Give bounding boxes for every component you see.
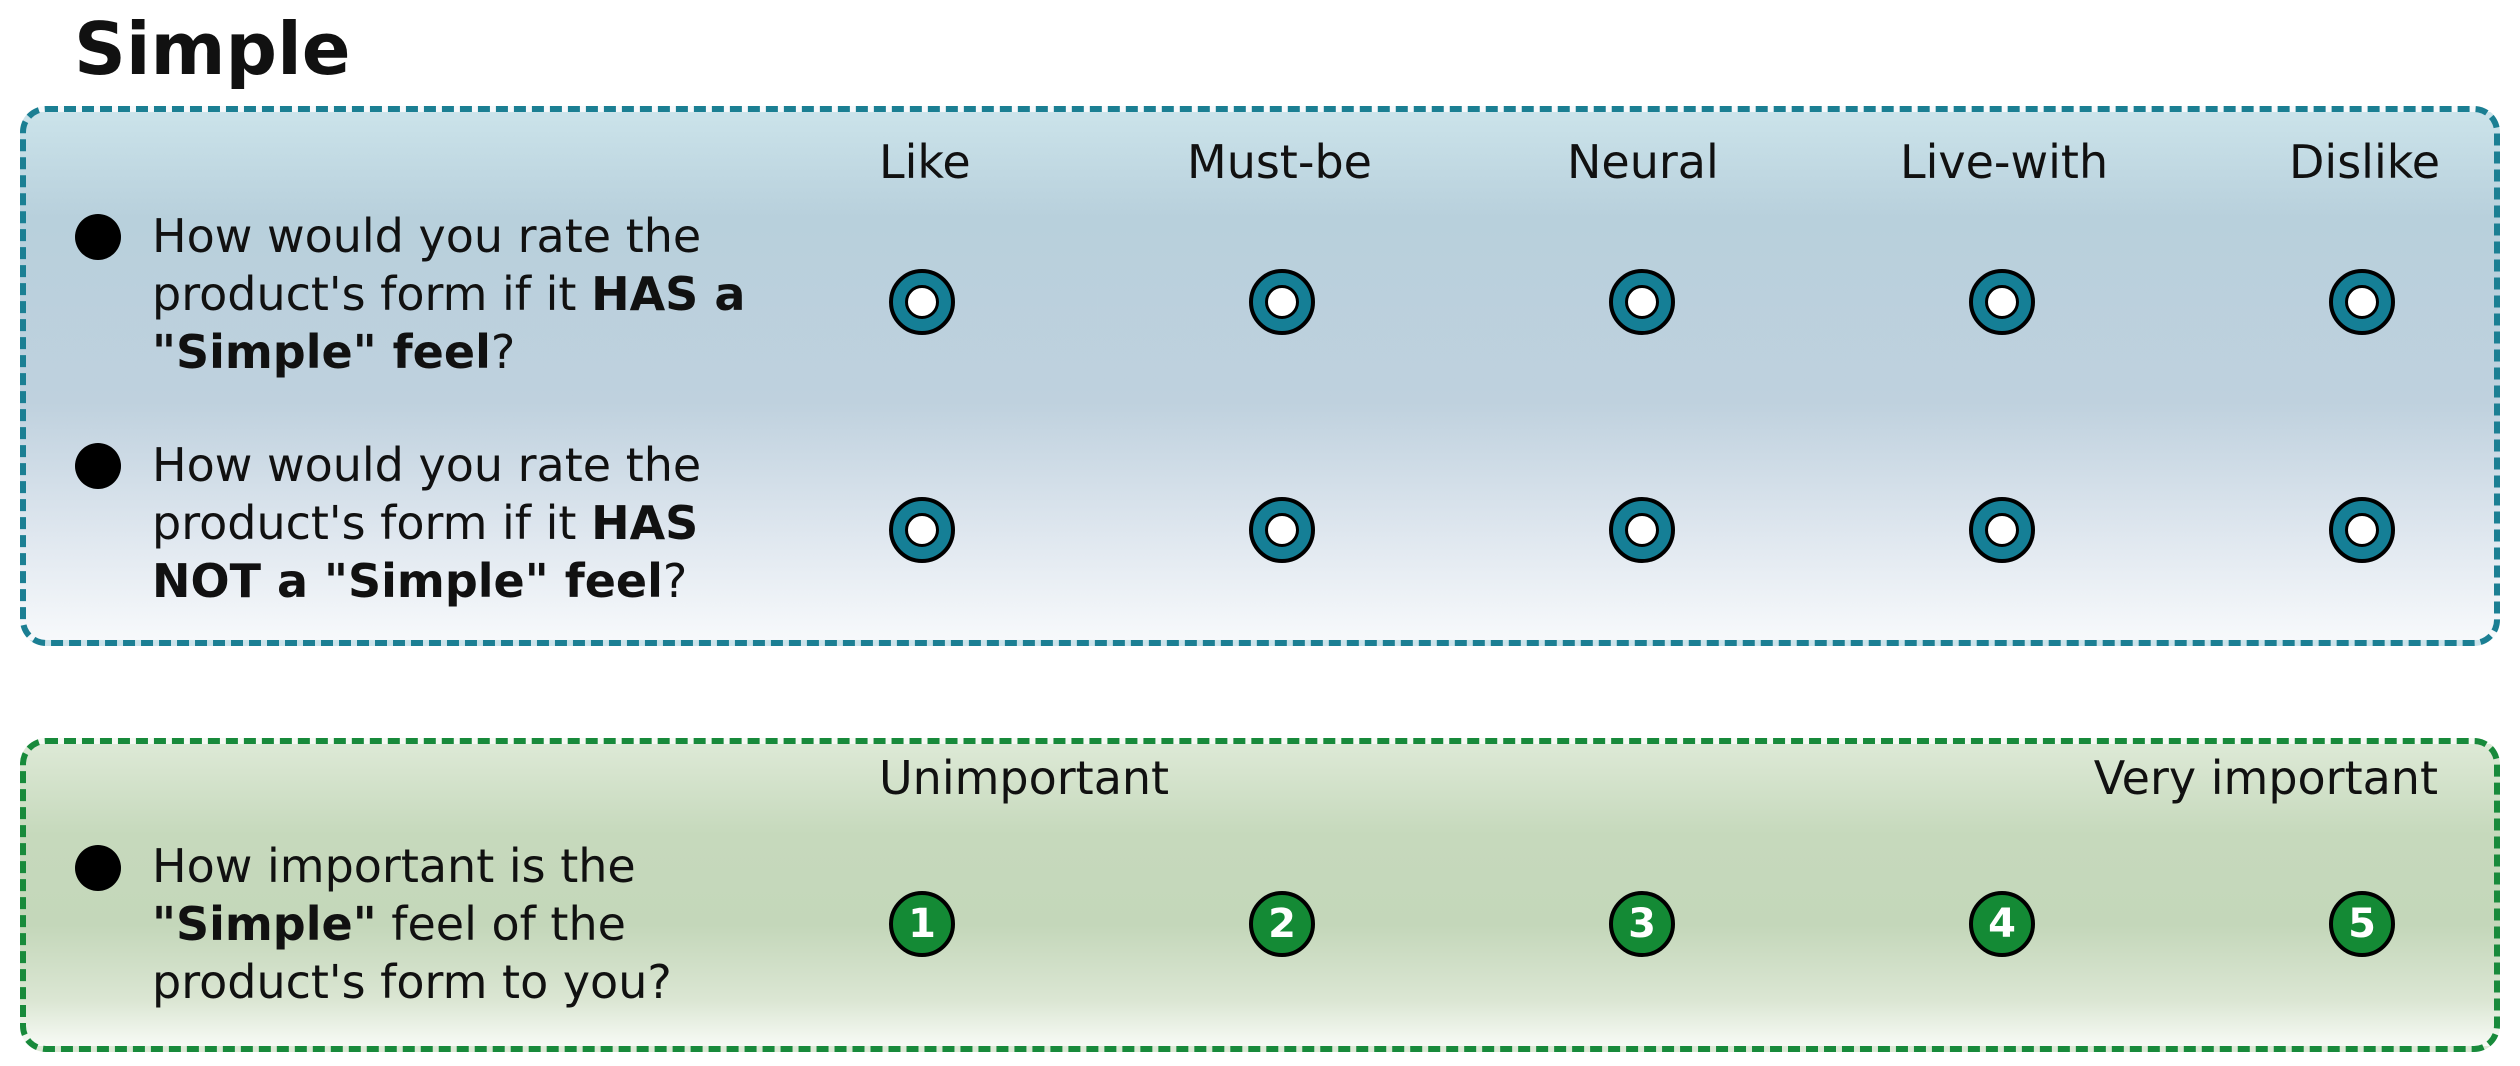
page-title: Simple [74, 7, 351, 91]
radio-q2-dislike[interactable] [2329, 497, 2395, 563]
bullet-icon [75, 845, 121, 891]
question-text-suffix: ? [490, 325, 516, 379]
radio-q1-like[interactable] [889, 269, 955, 335]
scale-label-low: Unimportant [879, 751, 1170, 805]
scale-label-high: Very important [2093, 751, 2438, 805]
kano-question-panel [20, 106, 2500, 646]
radio-q1-must-be[interactable] [1249, 269, 1315, 335]
radio-q1-dislike[interactable] [2329, 269, 2395, 335]
question-text-suffix: ? [662, 554, 688, 608]
column-header-must-be: Must-be [1187, 135, 1372, 189]
question-text-emphasis: HAS a "Simple" feel [152, 267, 746, 379]
column-header-dislike: Dislike [2289, 135, 2441, 189]
column-header-neural: Neural [1567, 135, 1719, 189]
radio-q2-like[interactable] [889, 497, 955, 563]
importance-option-3[interactable]: 3 [1609, 891, 1675, 957]
radio-q2-neural[interactable] [1609, 497, 1675, 563]
question-text-emphasis: "Simple" [152, 897, 377, 951]
question-importance: How important is the "Simple" feel of th… [152, 837, 792, 1011]
bullet-icon [75, 443, 121, 489]
question-text-suffix: feel of the product's form to you? [152, 897, 672, 1009]
question-has-feature: How would you rate the product's form if… [152, 207, 792, 381]
question-text-emphasis: HAS NOT a "Simple" feel [152, 496, 699, 608]
importance-option-2[interactable]: 2 [1249, 891, 1315, 957]
importance-option-4[interactable]: 4 [1969, 891, 2035, 957]
radio-q2-live-with[interactable] [1969, 497, 2035, 563]
column-header-like: Like [879, 135, 971, 189]
radio-q1-live-with[interactable] [1969, 269, 2035, 335]
question-has-not-feature: How would you rate the product's form if… [152, 436, 792, 610]
bullet-icon [75, 214, 121, 260]
radio-q2-must-be[interactable] [1249, 497, 1315, 563]
importance-option-5[interactable]: 5 [2329, 891, 2395, 957]
importance-question-panel [20, 738, 2500, 1052]
column-header-live-with: Live-with [1900, 135, 2109, 189]
radio-q1-neural[interactable] [1609, 269, 1675, 335]
question-text-prefix: How important is the [152, 839, 636, 893]
importance-option-1[interactable]: 1 [889, 891, 955, 957]
question-text-prefix: How would you rate the product's form if… [152, 438, 702, 550]
question-text-prefix: How would you rate the product's form if… [152, 209, 702, 321]
